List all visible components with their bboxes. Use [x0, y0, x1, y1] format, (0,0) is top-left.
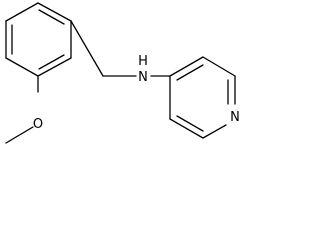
double-bond-line: [38, 9, 65, 25]
double-bond-line: [38, 54, 65, 70]
bond: [70, 20, 104, 77]
bond: [169, 118, 204, 139]
linker: [70, 20, 171, 77]
amine-nitrogen-label: N: [138, 70, 148, 85]
bond: [5, 126, 34, 144]
pyridine-nitrogen-label: N: [230, 110, 240, 125]
bond: [37, 57, 72, 77]
bond: [37, 2, 72, 22]
double-bond-line: [176, 64, 204, 81]
chemical-structure: H N O N: [5, 2, 240, 144]
bond: [5, 2, 39, 22]
methoxy-group: [5, 75, 39, 144]
benzene-ring: [5, 2, 72, 77]
bond: [169, 56, 204, 77]
bond: [5, 57, 39, 77]
pyridine-ring: [169, 56, 236, 139]
bond: [202, 124, 227, 139]
ether-oxygen-label: O: [33, 117, 43, 132]
bond: [202, 56, 236, 77]
double-bond-line: [176, 115, 204, 132]
amine-hydrogen-label: H: [138, 54, 148, 69]
